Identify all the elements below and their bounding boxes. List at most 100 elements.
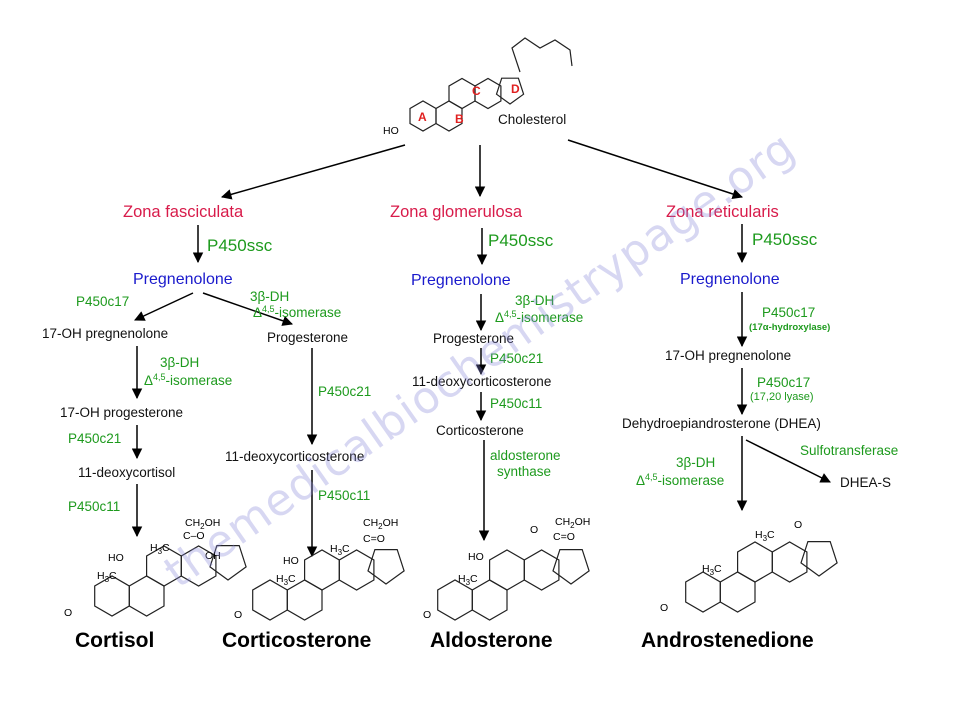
fasc-11-deoxycortisol: 11-deoxycortisol [78, 465, 176, 480]
ch2oh-ch: CH [185, 517, 201, 529]
methyl-label: H3C [330, 544, 350, 557]
methyl-label: H3C [458, 574, 478, 587]
cortisol-oh: OH [205, 550, 221, 562]
cholesterol-hydroxyl: HO [383, 125, 399, 137]
delta-superscript: 4,5 [153, 372, 166, 382]
ret-pregnenolone: Pregnenolone [680, 271, 780, 288]
methyl-h: H [458, 573, 466, 585]
ch2oh-ch: CH [363, 517, 379, 529]
fasc-17oh-pregnenolone: 17-OH pregnenolone [42, 326, 169, 341]
cholesterol-label: Cholesterol [498, 112, 567, 127]
ret-p450ssc: P450ssc [752, 230, 818, 249]
arrow-preg-ohpreg [134, 292, 194, 321]
isomerase-label: Δ4,5-isomerase [495, 310, 583, 325]
ch2oh-subscript: 2 [200, 522, 205, 531]
methyl-c: C [162, 542, 170, 554]
methyl-subscript: 3 [157, 547, 163, 556]
ch2oh-subscript: 2 [570, 521, 575, 530]
methyl-c: C [767, 529, 775, 541]
delta-superscript: 4,5 [645, 472, 658, 482]
corticosterone-co: C=O [363, 533, 385, 545]
methyl-label: H3C [702, 564, 722, 577]
fasc-p450c21: P450c21 [68, 431, 122, 446]
cholesterol-side-chain [511, 37, 573, 73]
methyl-label: H3C [97, 571, 117, 584]
methyl-h: H [702, 563, 710, 575]
aldosterone-ho: HO [468, 551, 484, 563]
ch2oh-oh: OH [204, 517, 221, 529]
aldosterone-o: O [423, 609, 432, 621]
ch2oh-oh: OH [574, 516, 591, 528]
ret-17oh-pregnenolone: 17-OH pregnenolone [665, 348, 792, 363]
delta-symbol: Δ [636, 473, 646, 488]
ret-p450c17-a: P450c17 [762, 305, 816, 320]
ret-dhea: Dehydroepiandrosterone (DHEA) [622, 416, 821, 431]
methyl-label: H3C [755, 530, 775, 543]
corticosterone-ho: HO [283, 555, 299, 567]
isomerase-text: -isomerase [274, 305, 342, 320]
arrow-preg-prog [202, 292, 293, 326]
ring-d-label: D [511, 82, 520, 96]
zona-fasciculata-label: Zona fasciculata [123, 203, 244, 221]
zona-glomerulosa-label: Zona glomerulosa [390, 203, 523, 221]
isomerase-label: Δ4,5-isomerase [636, 473, 724, 488]
fasc-progesterone: Progesterone [267, 330, 349, 345]
ring-b-label: B [455, 112, 464, 126]
prog-p450c11: P450c11 [318, 488, 371, 503]
androstenedione-17-o: O [794, 519, 803, 531]
methyl-subscript: 3 [283, 578, 289, 587]
aldosterone-co: C=O [553, 531, 575, 543]
prog-3bdh: 3β-DH [250, 289, 290, 304]
corticosterone-skeleton [252, 548, 405, 621]
methyl-subscript: 3 [337, 548, 343, 557]
aldosterone-skeleton [437, 548, 590, 621]
fasc-p450ssc: P450ssc [207, 236, 273, 255]
methyl-h: H [150, 542, 158, 554]
methyl-h: H [276, 573, 284, 585]
delta-symbol: Δ [495, 310, 505, 325]
ret-dhea-s: DHEA-S [840, 475, 892, 490]
cortisol-ho: HO [108, 552, 124, 564]
methyl-h: H [97, 570, 105, 582]
ring-a-label: A [418, 110, 427, 124]
fasc-17oh-progesterone: 17-OH progesterone [60, 405, 184, 420]
arrow-to-fasciculata [220, 144, 406, 200]
methyl-c: C [470, 573, 478, 585]
glom-progesterone: Progesterone [433, 331, 515, 346]
methyl-h: H [755, 529, 763, 541]
delta-symbol: Δ [253, 305, 263, 320]
product-androstenedione: Androstenedione [641, 629, 814, 652]
methyl-subscript: 3 [762, 534, 768, 543]
ret-sulfotransferase: Sulfotransferase [800, 443, 899, 458]
delta-symbol: Δ [144, 373, 154, 388]
fasc-p450c17: P450c17 [76, 294, 130, 309]
androstenedione-3-o: O [660, 602, 669, 614]
ret-17a-hydroxylase: (17α-hydroxylase) [749, 322, 831, 333]
ch2oh-oh: OH [382, 517, 399, 529]
ch2oh-subscript: 2 [378, 522, 383, 531]
cortisol-skeleton [94, 544, 247, 617]
fasc-3bdh: 3β-DH [160, 355, 200, 370]
delta-superscript: 4,5 [262, 304, 275, 314]
arrow-to-reticularis [567, 139, 743, 200]
glom-aldosterone-synthase-1: aldosterone [490, 448, 561, 463]
cholesterol-skeleton [409, 77, 525, 132]
prog-p450c21: P450c21 [318, 384, 372, 399]
isomerase-label: Δ4,5-isomerase [253, 305, 341, 320]
ch2oh-label: CH2OH [363, 518, 398, 531]
ch2oh-label: CH2OH [555, 517, 590, 530]
zona-reticularis-label: Zona reticularis [666, 203, 779, 221]
arrow-ret-dhea-dheas [745, 439, 831, 483]
glom-p450c21: P450c21 [490, 351, 544, 366]
ch2oh-label: CH2OH [185, 518, 220, 531]
isomerase-label: Δ4,5-isomerase [144, 373, 232, 388]
aldosterone-ald-o: O [530, 524, 539, 536]
methyl-c: C [342, 543, 350, 555]
glom-aldosterone-synthase-2: synthase [497, 464, 552, 479]
delta-superscript: 4,5 [504, 309, 517, 319]
methyl-subscript: 3 [465, 578, 471, 587]
product-cortisol: Cortisol [75, 629, 155, 652]
glom-pregnenolone: Pregnenolone [411, 272, 511, 289]
